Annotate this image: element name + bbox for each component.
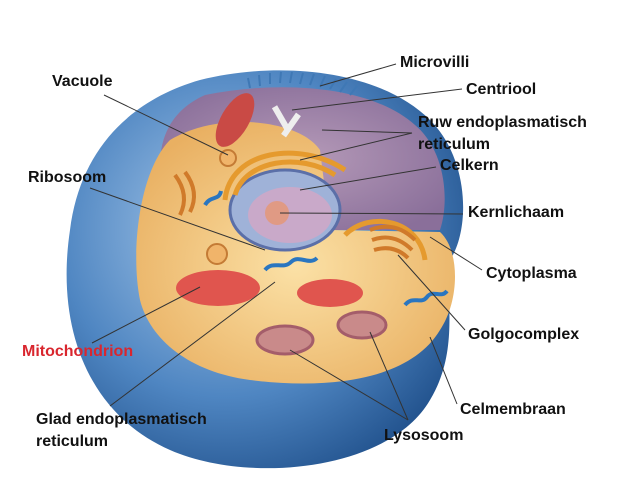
label-celmembraan: Celmembraan xyxy=(460,401,566,418)
label-lysosoom: Lysosoom xyxy=(384,427,464,444)
leader-lines xyxy=(89,63,483,421)
label-kernlichaam: Kernlichaam xyxy=(468,204,565,221)
nucleolus xyxy=(265,201,289,225)
label-glad-er-line1: Glad endoplasmatisch xyxy=(36,411,207,428)
label-microvilli: Microvilli xyxy=(400,54,470,71)
label-vacuole: Vacuole xyxy=(52,73,113,90)
label-glad-er-line2: reticulum xyxy=(36,433,109,450)
label-celkern: Celkern xyxy=(440,157,499,174)
label-mitochondrion: Mitochondrion xyxy=(22,343,134,360)
label-ruw-er-line1: Ruw endoplasmatisch xyxy=(418,114,587,131)
label-ruw-er-line2: reticulum xyxy=(418,136,491,153)
mitochondria xyxy=(176,93,363,307)
label-cytoplasma: Cytoplasma xyxy=(486,265,577,282)
label-golgicomplex: Golgocomplex xyxy=(468,326,580,343)
label-ribosoom: Ribosoom xyxy=(28,169,107,186)
label-centriool: Centriool xyxy=(466,81,537,98)
